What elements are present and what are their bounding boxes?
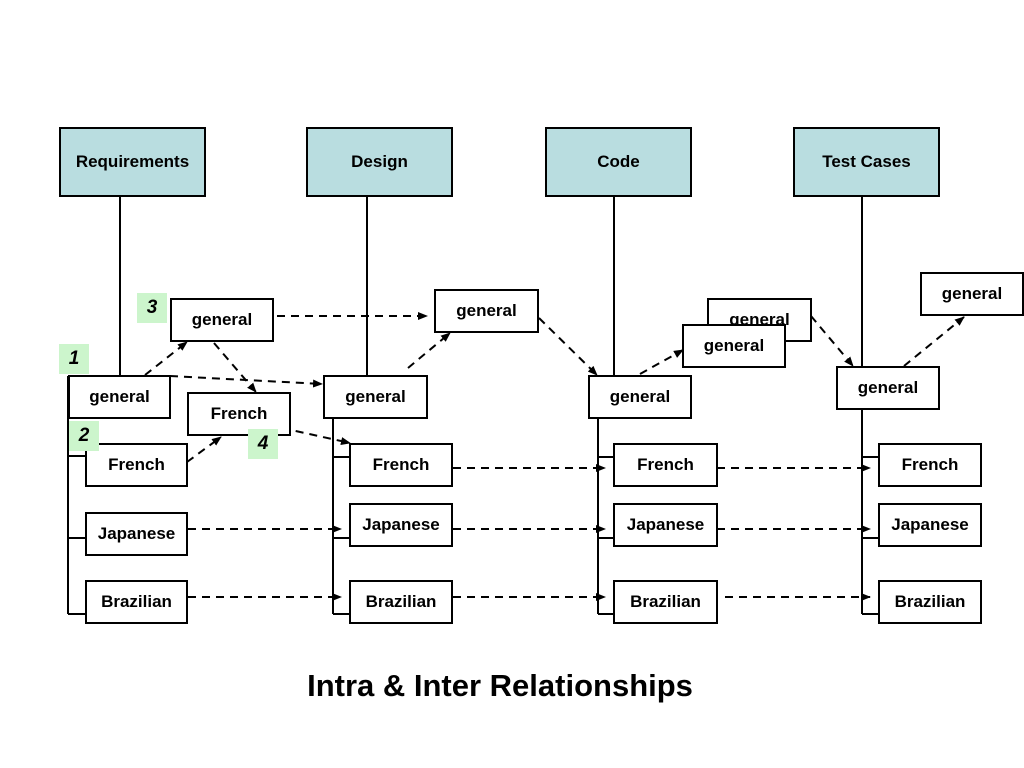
code-japanese-node: Japanese [613,503,718,547]
bracket-requirements [67,376,85,615]
req-french-node: French [85,443,188,487]
code-general-node: general [588,375,692,419]
marker-3: 3 [137,293,167,323]
req-french-variant-node: French [187,392,291,436]
code-french-node: French [613,443,718,487]
code-general-variant-front-node: general [682,324,786,368]
marker-2: 2 [69,421,99,451]
arrow-design-variant-to-code-general [538,317,598,376]
marker-1: 1 [59,344,89,374]
design-brazilian-node: Brazilian [349,580,453,624]
design-french-node: French [349,443,453,487]
arrow-req-general-to-variant [144,341,188,376]
test-japanese-node: Japanese [878,503,982,547]
arrow-req-variant-to-french-variant [213,342,257,393]
bracket-design [332,418,350,615]
header-code: Code [545,127,692,197]
header-test-cases: Test Cases [793,127,940,197]
bracket-code [597,418,614,615]
header-requirements: Requirements [59,127,206,197]
arrow-design-general-to-variant [407,332,451,369]
req-general-node: general [68,375,171,419]
design-general-variant-node: general [434,289,539,333]
req-brazilian-node: Brazilian [85,580,188,624]
test-french-node: French [878,443,982,487]
test-brazilian-node: Brazilian [878,580,982,624]
bracket-test-cases [861,409,879,615]
design-japanese-node: Japanese [349,503,453,547]
arrow-code-general-to-variant [639,349,684,375]
tree-brackets [67,376,879,615]
design-general-node: general [323,375,428,419]
header-design: Design [306,127,453,197]
marker-4: 4 [248,429,278,459]
test-general-node: general [836,366,940,410]
code-brazilian-node: Brazilian [613,580,718,624]
column-trunks [119,196,863,376]
req-general-variant-node: general [170,298,274,342]
arrow-req-french-variant-to-design-french [281,427,351,445]
diagram-title: Intra & Inter Relationships [307,668,693,703]
test-general-variant-node: general [920,272,1024,316]
arrow-test-general-to-variant [903,316,965,367]
arrow-req-french-to-variant [186,436,222,463]
req-japanese-node: Japanese [85,512,188,556]
arrow-code-variant-to-test-general [810,315,854,367]
relationship-arrows [144,312,965,601]
